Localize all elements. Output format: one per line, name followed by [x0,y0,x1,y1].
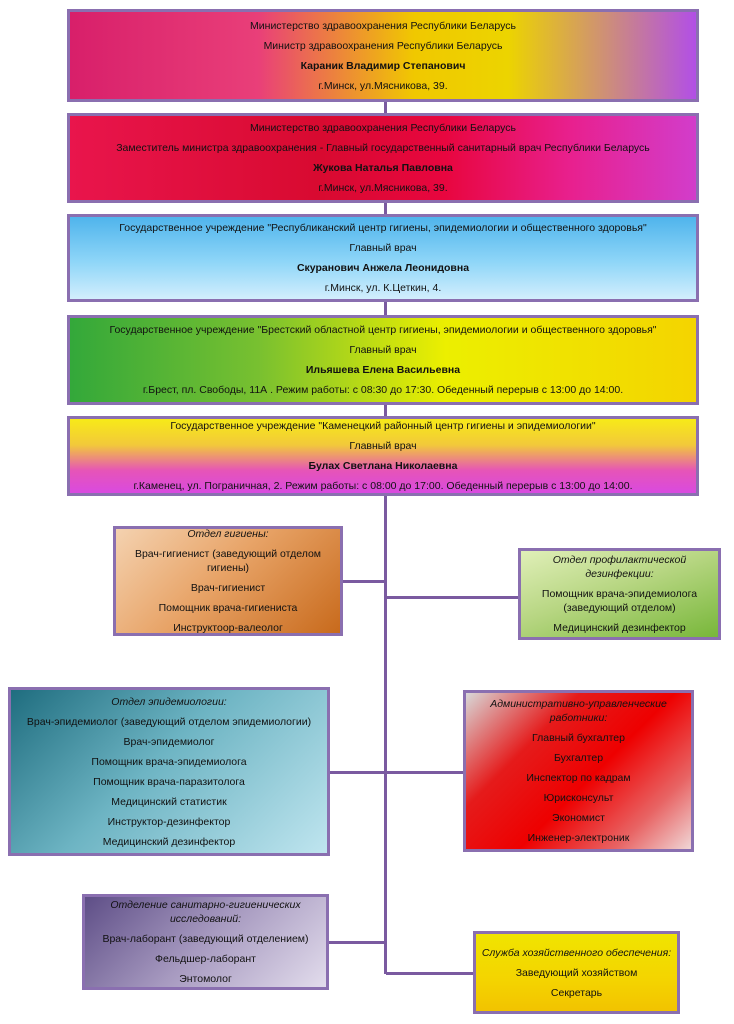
dept-box-economic: Служба хозяйственного обеспечения: Завед… [473,931,680,1014]
dept-item: Юрисконсульт [543,792,614,804]
dept-item: Помощник врача-эпидемиолога (заведующий … [541,588,698,614]
dept-item: Инженер-электроник [527,832,630,844]
person-name: Ильяшева Елена Васильевна [305,364,461,376]
connector-main-vertical [384,102,387,974]
connector-lab [329,941,385,944]
connector-administrative [386,771,463,774]
address: г.Минск, ул.Мясникова, 39. [318,79,448,92]
org-line: Министерство здравоохранения Республики … [250,122,516,134]
dept-box-disinfection: Отдел профилактической дезинфекции: Помо… [518,548,721,640]
dept-item: Инспектор по кадрам [526,772,631,784]
org-position: Главный врач [349,440,417,452]
dept-item: Главный бухгалтер [532,732,625,744]
dept-item: Инструктоор-валеолог [173,622,283,634]
person-name: Скуранович Анжела Леонидовна [296,262,470,274]
dept-item: Врач-лаборант (заведующий отделением) [102,933,309,945]
dept-item: Экономист [552,812,605,824]
connector-economic [386,972,473,975]
dept-item: Врач-гигиенист [190,582,266,594]
dept-item: Врач-эпидемиолог [123,735,215,748]
person-name: Булах Светлана Николаевна [308,460,458,472]
dept-item: Врач-гигиенист (заведующий отделом гигие… [134,548,322,574]
org-line: Министерство здравоохранения Республики … [250,19,516,32]
org-position: Главный врач [349,344,417,356]
dept-item: Секретарь [550,986,603,999]
dept-title: Отдел профилактической дезинфекции: [552,554,687,580]
person-name: Жукова Наталья Павловна [313,162,453,174]
dept-item: Заведующий хозяйством [515,966,638,979]
person-name: Караник Владимир Степанович [300,59,466,72]
address: г.Брест, пл. Свободы, 11А . Режим работы… [142,384,624,396]
org-position: Министр здравоохранения Республики Белар… [263,39,503,52]
org-box-brest-center: Государственное учреждение "Брестский об… [67,315,699,405]
dept-item: Энтомолог [179,973,232,985]
connector-epidemiology [330,771,385,774]
org-position: Главный врач [349,242,417,254]
dept-item: Инструктор-дезинфектор [107,815,231,828]
dept-item: Помощник врача-паразитолога [93,775,245,788]
org-box-deputy: Министерство здравоохранения Республики … [67,113,699,203]
dept-item: Бухгалтер [553,752,604,764]
org-line: Государственное учреждение "Республиканс… [119,222,647,234]
dept-title: Служба хозяйственного обеспечения: [481,946,672,959]
dept-title: Отдел гигиены: [187,528,269,540]
dept-title: Отдел эпидемиологии: [111,695,227,708]
connector-disinfection [386,596,518,599]
address: г.Каменец, ул. Пограничная, 2. Режим раб… [133,480,633,492]
org-box-kamenets-center: Государственное учреждение "Каменецкий р… [67,416,699,496]
dept-item: Медицинский дезинфектор [553,622,686,634]
org-line: Государственное учреждение "Каменецкий р… [170,420,596,432]
dept-item: Помощник врача-гигиениста [158,602,298,614]
address: г.Минск, ул. К.Цеткин, 4. [324,282,442,294]
dept-item: Медицинский дезинфектор [102,835,236,848]
org-box-ministry: Министерство здравоохранения Республики … [67,9,699,102]
dept-box-hygiene: Отдел гигиены: Врач-гигиенист (заведующи… [113,526,343,636]
dept-item: Врач-эпидемиолог (заведующий отделом эпи… [26,715,312,728]
address: г.Минск, ул.Мясникова, 39. [318,182,448,194]
dept-box-lab: Отделение санитарно-гигиенических исслед… [82,894,329,990]
connector-hygiene [343,580,385,583]
dept-item: Медицинский статистик [111,795,227,808]
dept-title: Отделение санитарно-гигиенических исслед… [110,899,301,925]
org-position: Заместитель министра здравоохранения - Г… [116,142,650,154]
org-line: Государственное учреждение "Брестский об… [109,324,657,336]
org-box-republican-center: Государственное учреждение "Республиканс… [67,214,699,302]
dept-item: Фельдшер-лаборант [155,953,256,965]
dept-item: Помощник врача-эпидемиолога [91,755,247,768]
dept-box-administrative: Административно-управленческие работники… [463,690,694,852]
dept-title: Административно-управленческие работники… [490,698,667,724]
dept-box-epidemiology: Отдел эпидемиологии: Врач-эпидемиолог (з… [8,687,330,856]
